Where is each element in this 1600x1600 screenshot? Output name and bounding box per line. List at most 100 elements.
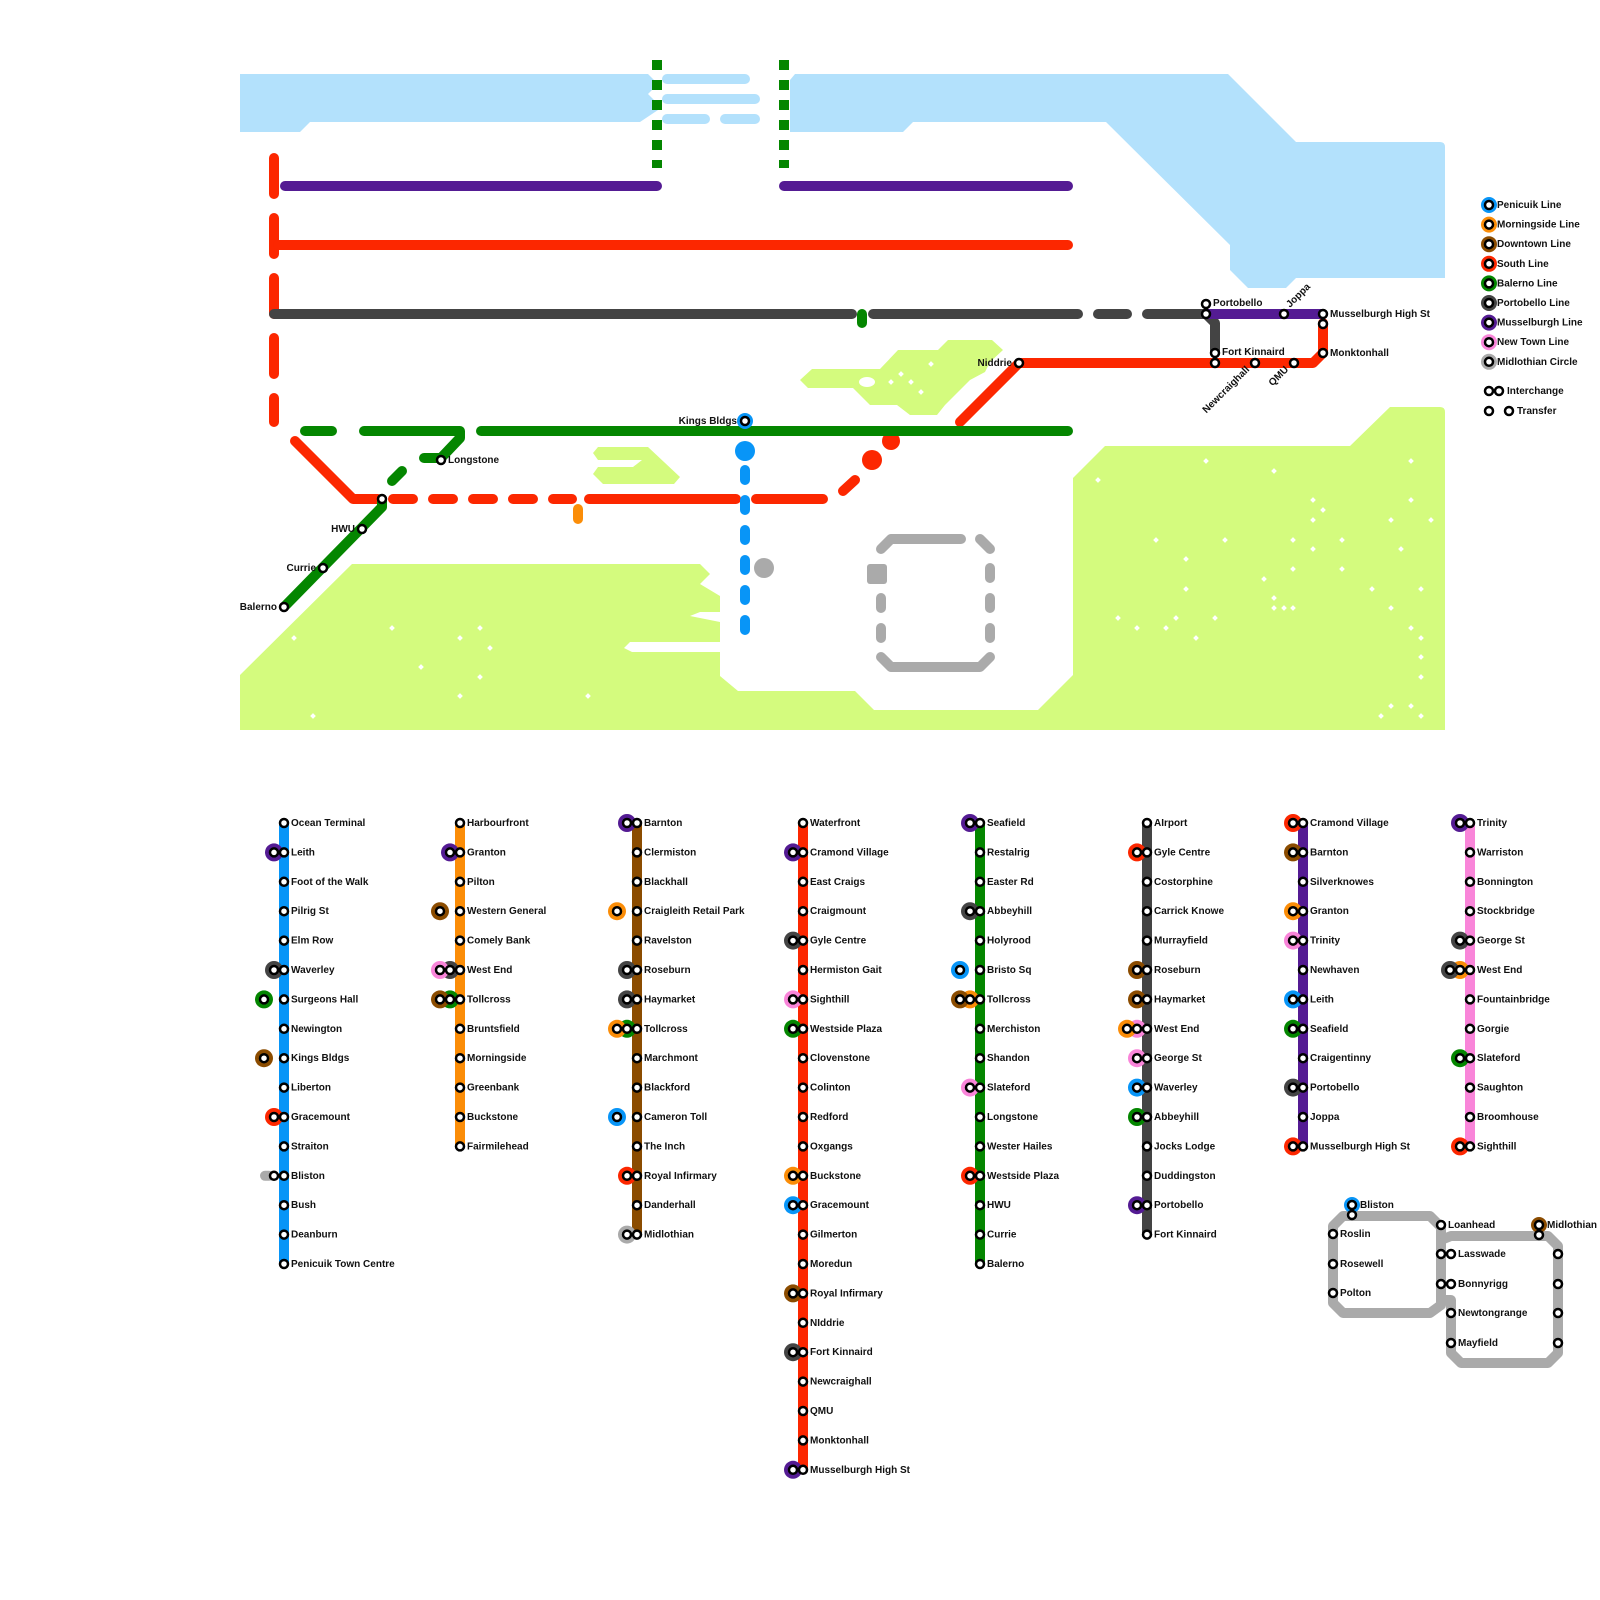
strip-station[interactable]: Warriston: [1464, 847, 1523, 858]
strip-station[interactable]: West End: [1441, 961, 1522, 979]
strip-station[interactable]: Portobello: [1284, 1078, 1359, 1097]
strip-station[interactable]: Liberton: [278, 1082, 331, 1094]
strip-station[interactable]: Elm Row: [278, 935, 333, 947]
strip-station[interactable]: QMU: [797, 1405, 833, 1417]
station-fort-kinnaird-1[interactable]: [1209, 347, 1221, 359]
station-midlothian-1[interactable]: [1533, 1219, 1545, 1231]
strip-station[interactable]: Westside Plaza: [961, 1166, 1060, 1185]
strip-station[interactable]: Silverknowes: [1297, 876, 1374, 888]
strip-station[interactable]: Holyrood: [974, 935, 1031, 947]
strip-station[interactable]: Blackhall: [631, 876, 688, 888]
station-musselburgh-2[interactable]: [1317, 318, 1329, 330]
strip-station[interactable]: Gracemount: [784, 1196, 870, 1215]
strip-station[interactable]: Joppa: [1297, 1111, 1340, 1123]
strip-station[interactable]: NIddrie: [797, 1317, 845, 1329]
strip-station[interactable]: Seafield: [1284, 1019, 1348, 1038]
strip-station[interactable]: Craigleith Retail Park: [608, 902, 745, 921]
station-polton[interactable]: [1327, 1287, 1339, 1299]
station-east-4[interactable]: [1552, 1337, 1564, 1349]
strip-station[interactable]: Slateford: [961, 1078, 1030, 1097]
strip-station[interactable]: Bonnington: [1464, 876, 1533, 888]
strip-station[interactable]: Buckstone: [454, 1111, 519, 1123]
strip-station[interactable]: Kings Bldgs: [255, 1049, 350, 1068]
station-portobello-1[interactable]: [1200, 298, 1212, 310]
strip-station[interactable]: Surgeons Hall: [255, 990, 358, 1009]
strip-station[interactable]: Waverley: [1128, 1078, 1198, 1097]
strip-station[interactable]: Leith: [1284, 990, 1334, 1009]
station-currie[interactable]: [317, 562, 329, 574]
strip-station[interactable]: Royal Infirmary: [618, 1166, 717, 1185]
station-roslin[interactable]: [1327, 1228, 1339, 1240]
strip-station[interactable]: West End: [431, 961, 512, 979]
strip-station[interactable]: Stockbridge: [1464, 905, 1535, 917]
station-junction[interactable]: [376, 493, 388, 505]
station-fort-kinnaird-2[interactable]: [1209, 357, 1221, 369]
station-portobello-2[interactable]: [1200, 308, 1212, 320]
strip-station[interactable]: Granton: [1284, 902, 1349, 921]
strip-station[interactable]: Currie: [974, 1229, 1017, 1241]
station-bliston-1[interactable]: [1346, 1199, 1358, 1211]
strip-station[interactable]: Abbeyhill: [961, 902, 1032, 921]
station-lasswade-1[interactable]: [1435, 1248, 1447, 1260]
strip-station[interactable]: Broomhouse: [1464, 1111, 1539, 1123]
strip-station[interactable]: Cramond Village: [784, 843, 889, 862]
strip-station[interactable]: Cramond Village: [1284, 814, 1389, 832]
strip-station[interactable]: Clermiston: [631, 847, 696, 858]
station-hwu[interactable]: [356, 523, 368, 535]
strip-station[interactable]: Granton: [441, 843, 506, 862]
station-midlothian-2[interactable]: [1533, 1229, 1545, 1241]
strip-station[interactable]: Restalrig: [974, 847, 1030, 858]
station-rosewell[interactable]: [1327, 1258, 1339, 1270]
station-kings-bldgs[interactable]: [739, 415, 751, 427]
strip-station[interactable]: Barnton: [1284, 843, 1348, 862]
station-joppa[interactable]: [1278, 308, 1290, 320]
strip-station[interactable]: Wester Hailes: [974, 1141, 1053, 1152]
station-qmu[interactable]: [1288, 357, 1300, 369]
strip-station[interactable]: Barnton: [618, 814, 682, 832]
strip-station[interactable]: Portobello: [1128, 1196, 1203, 1215]
station-newcraighall[interactable]: [1249, 357, 1261, 369]
strip-station[interactable]: Pilton: [454, 876, 495, 888]
strip-station[interactable]: Gilmerton: [797, 1229, 857, 1241]
strip-station[interactable]: Hermiston Gait: [797, 964, 882, 976]
strip-station[interactable]: Buckstone: [784, 1166, 862, 1185]
strip-station[interactable]: Waterfront: [797, 817, 861, 829]
strip-station[interactable]: Balerno: [974, 1258, 1024, 1270]
strip-station[interactable]: Fountainbridge: [1464, 994, 1550, 1005]
strip-station[interactable]: HWU: [974, 1199, 1011, 1211]
strip-station[interactable]: Westside Plaza: [784, 1019, 883, 1038]
strip-station[interactable]: Merchiston: [974, 1023, 1040, 1035]
station-bonnyrigg-2[interactable]: [1445, 1278, 1457, 1290]
station-longstone[interactable]: [435, 454, 447, 466]
strip-station[interactable]: Clovenstone: [797, 1052, 870, 1064]
station-newtongrange[interactable]: [1445, 1307, 1457, 1319]
station-monktonhall[interactable]: [1317, 347, 1329, 359]
strip-station[interactable]: Straiton: [278, 1141, 329, 1152]
strip-station[interactable]: Craigmount: [797, 905, 867, 917]
strip-station[interactable]: East Craigs: [797, 876, 865, 888]
strip-station[interactable]: Fort Kinnaird: [1141, 1229, 1217, 1241]
strip-station[interactable]: Seafield: [961, 814, 1025, 832]
strip-station[interactable]: Midlothian: [618, 1225, 694, 1244]
strip-station[interactable]: Royal Infirmary: [784, 1284, 883, 1303]
strip-station[interactable]: Roseburn: [618, 961, 691, 979]
strip-station[interactable]: Shandon: [974, 1052, 1030, 1064]
strip-station[interactable]: Harbourfront: [454, 817, 529, 829]
strip-station[interactable]: Trinity: [1284, 931, 1340, 950]
station-niddrie[interactable]: [1013, 357, 1025, 369]
strip-station[interactable]: Slateford: [1451, 1049, 1520, 1068]
station-lasswade-2[interactable]: [1445, 1248, 1457, 1260]
strip-station[interactable]: Ocean Terminal: [278, 817, 366, 829]
strip-station[interactable]: Sighthill: [784, 990, 850, 1009]
strip-station[interactable]: Gorgie: [1464, 1023, 1510, 1035]
strip-station[interactable]: Newcraighall: [797, 1376, 872, 1388]
strip-station[interactable]: Tollcross: [431, 990, 511, 1009]
strip-station[interactable]: Ravelston: [631, 935, 692, 947]
strip-station[interactable]: Newhaven: [1297, 964, 1359, 976]
strip-station[interactable]: Bliston: [260, 1170, 325, 1182]
station-mayfield[interactable]: [1445, 1337, 1457, 1349]
strip-station[interactable]: Leith: [265, 843, 315, 862]
station-east-1[interactable]: [1552, 1248, 1564, 1260]
strip-station[interactable]: Haymarket: [618, 990, 696, 1009]
strip-station[interactable]: Tollcross: [608, 1019, 688, 1038]
